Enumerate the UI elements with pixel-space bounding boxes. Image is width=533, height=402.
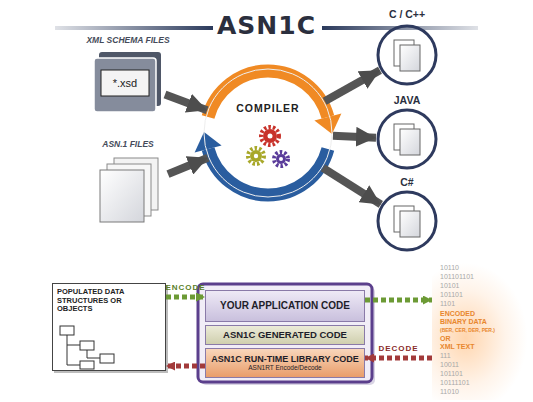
- edge-label: ENCODE: [165, 283, 205, 292]
- tree-box: [100, 354, 114, 363]
- binary-digits: 10011: [440, 361, 459, 368]
- gear-hub: [254, 154, 258, 158]
- tree-box: [60, 326, 74, 335]
- binary-digits: 10111101: [440, 379, 470, 386]
- node-circle: [204, 69, 332, 197]
- flow-arrow: [323, 168, 381, 205]
- cycle-arrowhead: [195, 132, 222, 153]
- binary-digits: 10101: [440, 282, 459, 289]
- compiler-cycle: [195, 71, 342, 195]
- file-card: [94, 58, 156, 112]
- node-circle: [378, 192, 436, 250]
- file-label: [101, 70, 149, 96]
- node-subtext: OR: [440, 335, 500, 343]
- asn1-file-node: ASN.1 FILES: [88, 140, 168, 226]
- node-text: C#: [368, 176, 446, 188]
- node-subtext: *.xsd: [101, 77, 149, 90]
- node-text: C / C++: [368, 8, 446, 20]
- gear: [274, 152, 288, 166]
- xsd-file-icon: [94, 52, 161, 112]
- binary-digits: 111: [440, 352, 451, 359]
- binary-digits: 1101: [440, 300, 455, 307]
- schema-file-node: XML SCHEMA FILES *.xsd: [85, 36, 171, 114]
- tree-box: [80, 341, 94, 350]
- gear: [248, 148, 264, 164]
- gear: [261, 127, 279, 145]
- binary-digits: 101101: [440, 370, 463, 377]
- data-tree-icon: [60, 326, 114, 369]
- node-outline: [376, 24, 438, 86]
- node-outline: [203, 68, 333, 198]
- data-flow-arrow: [166, 364, 205, 369]
- title-rule: [55, 26, 213, 30]
- data-flow-arrow: [166, 295, 205, 300]
- node-text: ENCODED BINARY DATA: [440, 310, 502, 326]
- node-circle: [378, 110, 436, 168]
- flow-arrow: [325, 70, 380, 101]
- gear-hub: [279, 157, 283, 161]
- binary-digits: 11010: [440, 388, 459, 395]
- node-subtext: ASN1RT Encode/Decode: [248, 364, 321, 371]
- code-stack-frame: [198, 284, 372, 382]
- binary-digits: 10110: [440, 264, 459, 271]
- cycle-arc: [208, 149, 328, 195]
- flow-arrow: [168, 158, 208, 174]
- gear-hub: [268, 134, 273, 139]
- output-language-node: C / C++: [368, 4, 446, 88]
- flow-arrow: [165, 94, 207, 110]
- node-outline: [376, 190, 438, 252]
- page-icon: [400, 45, 420, 71]
- code-layer-band: ASN1C RUN-TIME LIBRARY CODEASN1RT Encode…: [205, 348, 365, 378]
- gear: [276, 154, 286, 164]
- node-text: ASN1C RUN-TIME LIBRARY CODE: [211, 354, 359, 364]
- asn1-file-stack: [100, 158, 158, 222]
- node-outline: [376, 108, 438, 170]
- node-subtext: (BER, CER, DER, PER.): [440, 328, 526, 334]
- edge-label: DECODE: [378, 344, 418, 353]
- output-language-node: JAVA: [368, 88, 446, 172]
- node-text: ASN1C GENERATED CODE: [223, 330, 347, 341]
- node-outline: [96, 154, 168, 224]
- output-language-node: C#: [368, 170, 446, 254]
- gear: [250, 150, 262, 162]
- page-icon: [100, 170, 144, 222]
- data-flow-arrow: [365, 298, 432, 303]
- node-circle: [378, 26, 436, 84]
- gear: [263, 129, 277, 143]
- output-file-icons: [394, 40, 420, 237]
- node-subtext: XML TEXT: [440, 343, 520, 351]
- cycle-arrowhead: [314, 113, 341, 134]
- page-icon: [400, 129, 420, 155]
- node-text: JAVA: [368, 94, 446, 106]
- node-text: POPULATED DATA STRUCTURES OR OBJECTS: [57, 288, 129, 314]
- code-layer-band: YOUR APPLICATION CODE: [205, 290, 365, 322]
- data-flow-arrow: [365, 356, 432, 361]
- tree-box: [80, 361, 94, 369]
- node-text: COMPILER: [203, 102, 333, 114]
- flow-arrow: [333, 136, 376, 138]
- node-text: YOUR APPLICATION CODE: [220, 300, 350, 312]
- node-text: ASN.1 FILES: [88, 140, 168, 150]
- page-icon: [400, 211, 420, 237]
- binary-digits: 101101101: [440, 273, 474, 280]
- binary-digits: 101101: [440, 291, 463, 298]
- node-text: XML SCHEMA FILES: [85, 36, 171, 46]
- data-structures-box: POPULATED DATA STRUCTURES OR OBJECTS: [52, 283, 166, 371]
- diagram-title: ASN1C: [0, 11, 533, 40]
- code-layer-band: ASN1C GENERATED CODE: [205, 325, 365, 345]
- frame-shadow: [201, 287, 375, 385]
- compiler-node: COMPILER: [203, 68, 333, 198]
